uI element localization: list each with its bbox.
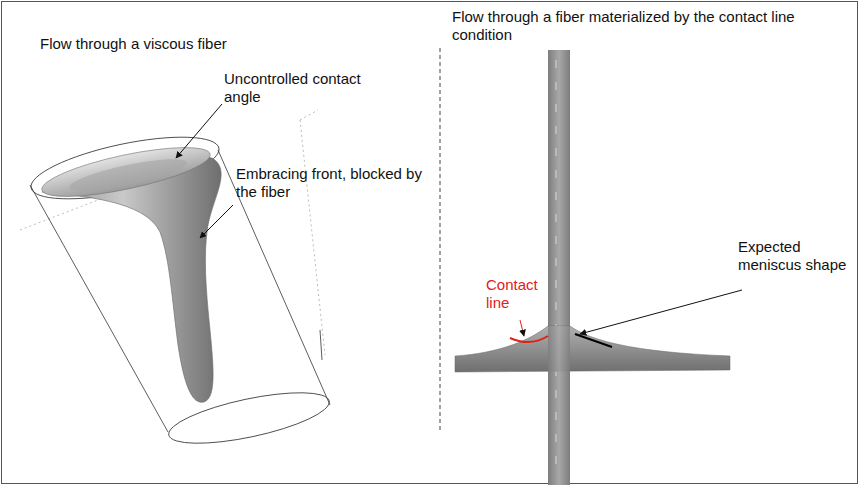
fiber-render: [455, 50, 730, 485]
leader-line: [200, 205, 233, 238]
leader-line: [520, 320, 524, 336]
panel-title: Flow through a viscous fiber: [40, 35, 340, 53]
leader-line: [176, 104, 222, 158]
annotation-label: Contact line: [486, 276, 550, 312]
viscous-fiber-render: [20, 110, 333, 454]
annotation-label: Uncontrolled contact angle: [224, 70, 374, 106]
panel-title: Flow through a fiber materialized by the…: [452, 8, 837, 44]
annotation-label: Expected meniscus shape: [738, 238, 856, 274]
contact-line: [510, 336, 548, 342]
annotation-label: Embracing front, blocked by the fiber: [236, 165, 434, 201]
meniscus-tangent: [575, 334, 612, 347]
divider: [440, 48, 441, 432]
leader-line: [580, 290, 742, 334]
